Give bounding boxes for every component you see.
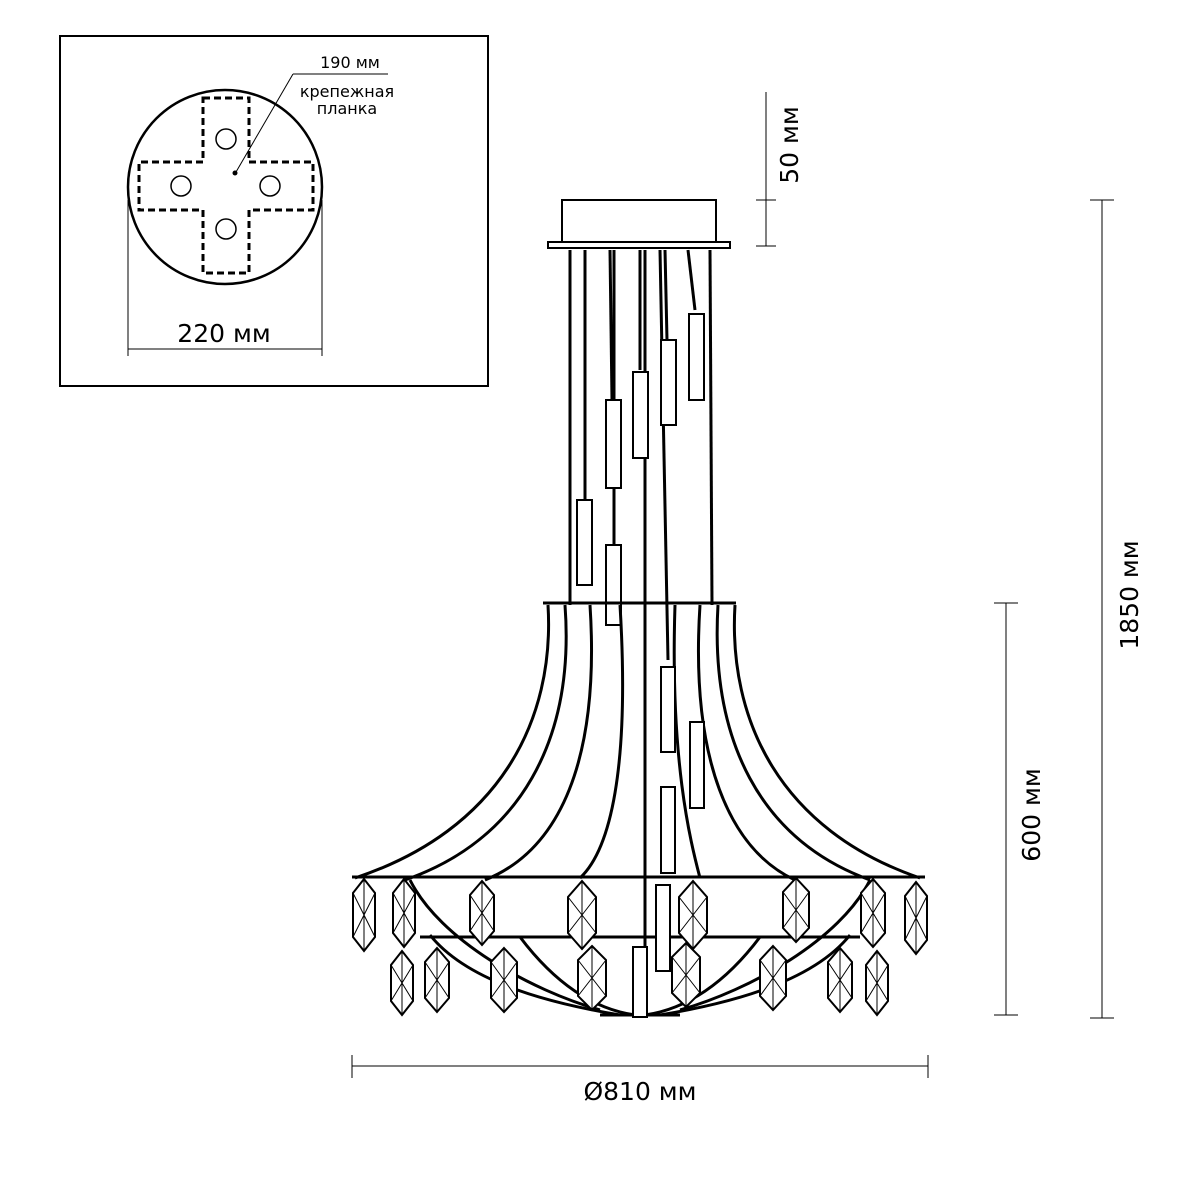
- inset-frame: [59, 35, 489, 387]
- bracket-label-line1: крепежная: [300, 82, 394, 101]
- ceiling-plate-circle: [126, 88, 324, 286]
- bell-arms: [354, 604, 921, 882]
- total-height-label: 1850 мм: [1115, 540, 1144, 649]
- leader-line: [235, 73, 294, 173]
- dim-body: [994, 602, 1018, 1016]
- canopy-base: [547, 241, 731, 249]
- diameter-label: Ø810 мм: [583, 1077, 696, 1106]
- led-tubes-lower: [632, 666, 705, 1018]
- crystal-pendants: [352, 876, 928, 1017]
- mount-hole-left: [170, 175, 192, 197]
- width-190-label: 190 мм: [320, 53, 380, 72]
- bracket-label-line2: планка: [317, 99, 377, 118]
- canopy-height-label: 50 мм: [775, 106, 804, 183]
- mounting-bracket-outline: [137, 96, 315, 275]
- dim-canopy: [756, 92, 776, 247]
- mounting-plate-inset: 190 мм крепежная планка 220 мм: [59, 35, 489, 387]
- led-tubes-upper: [576, 313, 705, 626]
- mount-hole-bottom: [215, 218, 237, 240]
- chandelier: [352, 199, 925, 1018]
- diameter-220-label: 220 мм: [177, 319, 270, 348]
- mount-hole-top: [215, 128, 237, 150]
- dim-total: [1090, 199, 1114, 1019]
- mount-hole-right: [259, 175, 281, 197]
- canopy: [561, 199, 717, 243]
- body-height-label: 600 мм: [1017, 768, 1046, 861]
- dim-diameter: [351, 1055, 929, 1078]
